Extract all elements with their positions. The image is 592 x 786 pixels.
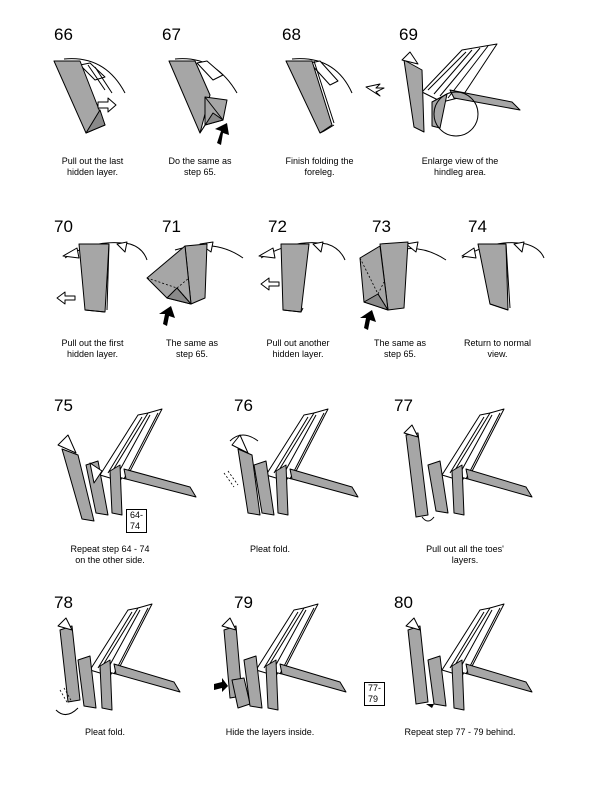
diagram-77 <box>400 405 550 530</box>
step-caption: Return to normal view. <box>455 338 540 360</box>
diagram-72 <box>255 238 345 328</box>
step-caption: Repeat step 64 - 74 on the other side. <box>55 544 165 566</box>
step-number: 71 <box>162 218 181 235</box>
step-number: 73 <box>372 218 391 235</box>
step-caption: Finish folding the foreleg. <box>272 156 367 178</box>
step-caption: Repeat step 77 - 79 behind. <box>385 727 535 738</box>
diagram-73 <box>358 238 448 328</box>
arrow-icon <box>366 84 384 96</box>
diagram-74 <box>460 238 550 328</box>
step-caption: Pull out the first hidden layer. <box>45 338 140 360</box>
diagram-70 <box>55 238 145 328</box>
diagram-80 <box>400 600 550 725</box>
step-caption: Pleat fold. <box>230 544 310 555</box>
diagram-68 <box>280 55 360 145</box>
step-caption: Pull out all the toes' layers. <box>410 544 520 566</box>
step-caption: The same as step 65. <box>152 338 232 360</box>
step-number: 69 <box>399 26 418 43</box>
step-caption: Pull out the last hidden layer. <box>45 156 140 178</box>
step-number: 68 <box>282 26 301 43</box>
step-number: 70 <box>54 218 73 235</box>
step-reference-label: 77-79 <box>364 682 385 706</box>
step-caption: The same as step 65. <box>360 338 440 360</box>
diagram-78 <box>50 600 200 725</box>
step-reference-label: 64-74 <box>126 509 147 533</box>
step-caption: Do the same as step 65. <box>155 156 245 178</box>
step-number: 67 <box>162 26 181 43</box>
step-caption: Pleat fold. <box>65 727 145 738</box>
diagram-79 <box>210 600 360 725</box>
diagram-66 <box>50 55 130 145</box>
step-number: 66 <box>54 26 73 43</box>
step-caption: Enlarge view of the hindleg area. <box>405 156 515 178</box>
diagram-75 <box>50 405 200 530</box>
step-number: 74 <box>468 218 487 235</box>
diagram-76 <box>218 405 368 530</box>
step-caption: Pull out another hidden layer. <box>258 338 338 360</box>
step-number: 72 <box>268 218 287 235</box>
step-caption: Hide the layers inside. <box>215 727 325 738</box>
diagram-69 <box>362 42 532 152</box>
diagram-67 <box>165 55 245 145</box>
diagram-71 <box>145 238 245 328</box>
